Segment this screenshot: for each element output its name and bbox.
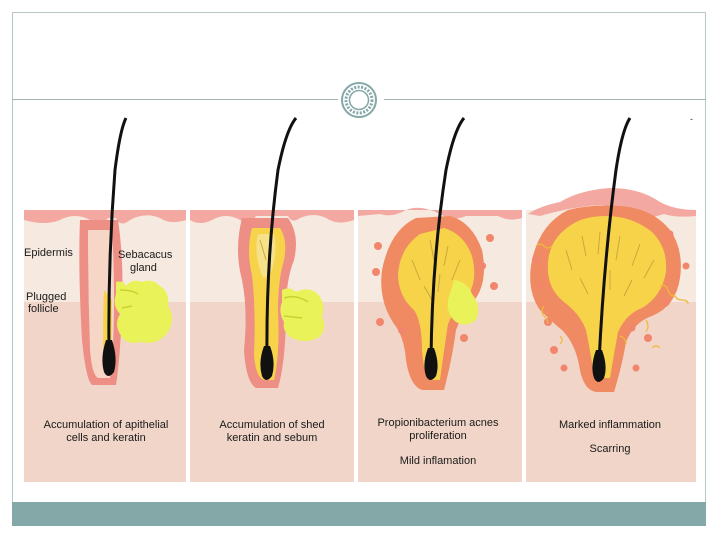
- panel-1: Epidermis Sebacacus gland Plugged follic…: [24, 117, 186, 482]
- bacteria-dots-panel-4: [532, 230, 690, 372]
- diagram-canvas: Epidermis Sebacacus gland Plugged follic…: [24, 117, 696, 482]
- panel-2-caption-line2: keratin and sebum: [227, 432, 318, 444]
- label-sebaceous-gland-line2: gland: [130, 262, 157, 274]
- bacteria-dots-panel-3: [372, 234, 498, 342]
- label-plugged-follicle-line2: follicle: [28, 303, 59, 315]
- panel-4-caption-line1: Marked inflammation: [559, 419, 661, 431]
- circle-ornament-icon: [341, 82, 377, 118]
- acne-progression-diagram: Epidermis Sebacacus gland Plugged follic…: [20, 110, 700, 490]
- footer-bar: [12, 502, 706, 526]
- corner-mark: -: [690, 114, 693, 124]
- panel-2: Accumulation of shed keratin and sebum: [190, 117, 354, 482]
- title-divider-right: [384, 99, 706, 100]
- label-epidermis: Epidermis: [24, 247, 73, 259]
- panel-3-caption-line3: Mild inflamation: [400, 455, 476, 467]
- panel-3-caption-line2: proliferation: [409, 430, 466, 442]
- label-plugged-follicle-line1: Plugged: [26, 291, 66, 303]
- panel-2-caption-line1: Accumulation of shed: [219, 419, 324, 431]
- panel-4-caption-line3: Scarring: [590, 443, 631, 455]
- panel-1-caption-line1: Accumulation of apithelial: [44, 419, 169, 431]
- label-sebaceous-gland-line1: Sebacacus: [118, 249, 173, 261]
- panel-1-caption-line2: cells and keratin: [66, 432, 146, 444]
- panel-3: Propionibacterium acnes proliferation Mi…: [358, 117, 522, 482]
- inflammation-fibers-panel-4: [535, 243, 689, 349]
- title-divider-left: [12, 99, 338, 100]
- panel-4: Marked inflammation Scarring: [526, 117, 696, 482]
- panel-3-caption-line1: Propionibacterium acnes: [377, 417, 499, 429]
